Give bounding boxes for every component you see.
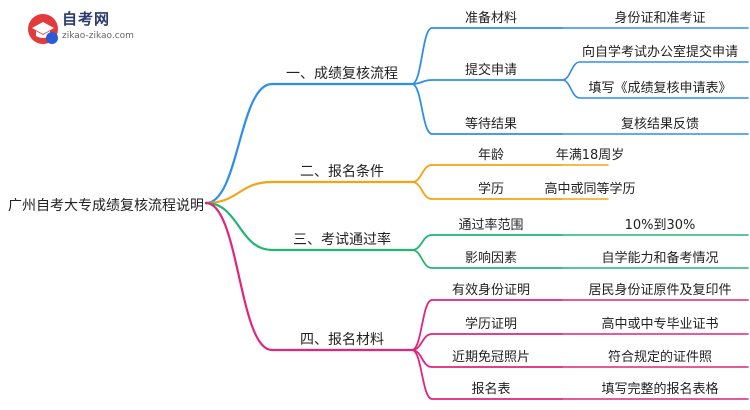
child-link bbox=[411, 83, 563, 135]
child-node: 通过率范围 bbox=[458, 217, 523, 233]
leaf-link bbox=[561, 61, 749, 81]
leaf-node: 自学能力和备考情况 bbox=[601, 250, 718, 266]
child-node: 准备材料 bbox=[465, 10, 517, 26]
child-link bbox=[411, 333, 563, 351]
child-link bbox=[411, 234, 563, 251]
branch-node: 三、考试通过率 bbox=[293, 231, 391, 248]
branch-node: 二、报名条件 bbox=[300, 163, 384, 180]
child-node: 学历证明 bbox=[465, 316, 517, 332]
child-link bbox=[411, 164, 563, 183]
branch-link bbox=[204, 180, 414, 205]
child-node: 提交申请 bbox=[465, 62, 517, 78]
logo-name: 自考网 bbox=[62, 10, 111, 28]
branch-node: 一、成绩复核流程 bbox=[286, 65, 398, 82]
child-link bbox=[411, 349, 563, 400]
leaf-node: 填写《成绩复核申请表》 bbox=[588, 81, 731, 96]
graduation-cap-icon bbox=[28, 14, 58, 44]
leaf-node: 身份证和准考证 bbox=[614, 10, 705, 26]
leaf-node: 年满18周岁 bbox=[556, 148, 625, 163]
leaf-node: 居民身份证原件及复印件 bbox=[588, 282, 731, 298]
leaf-node: 复核结果反馈 bbox=[621, 117, 699, 132]
child-link bbox=[411, 249, 563, 269]
child-link bbox=[411, 27, 563, 85]
leaf-node: 符合规定的证件照 bbox=[608, 349, 712, 365]
leaf-node: 高中或中专毕业证书 bbox=[601, 316, 718, 332]
child-node: 近期免冠照片 bbox=[452, 350, 530, 365]
child-node: 影响因素 bbox=[465, 250, 517, 266]
branch-link bbox=[204, 82, 414, 205]
branch-link bbox=[204, 201, 414, 352]
leaf-node: 向自学考试办公室提交申请 bbox=[582, 44, 738, 60]
child-node: 有效身份证明 bbox=[452, 282, 530, 298]
branch-node: 四、报名材料 bbox=[300, 332, 384, 348]
child-link bbox=[411, 79, 563, 85]
site-logo[interactable]: 自考网 zikao-zikao.com bbox=[6, 4, 156, 50]
branch-link bbox=[204, 201, 414, 252]
child-node: 年龄 bbox=[478, 148, 504, 163]
mindmap-links bbox=[204, 27, 749, 400]
leaf-node: 高中或同等学历 bbox=[544, 181, 635, 197]
leaf-link bbox=[561, 79, 749, 99]
child-node: 报名表 bbox=[471, 381, 510, 397]
logo-url: zikao-zikao.com bbox=[62, 31, 134, 41]
leaf-node: 填写完整的报名表格 bbox=[601, 381, 718, 397]
child-node: 等待结果 bbox=[465, 116, 517, 132]
child-node: 学历 bbox=[478, 181, 504, 197]
child-link bbox=[411, 299, 563, 351]
child-link bbox=[411, 181, 563, 200]
root-node: 广州自考大专成绩复核流程说明 bbox=[8, 197, 204, 214]
leaf-node: 10%到30% bbox=[625, 218, 696, 233]
